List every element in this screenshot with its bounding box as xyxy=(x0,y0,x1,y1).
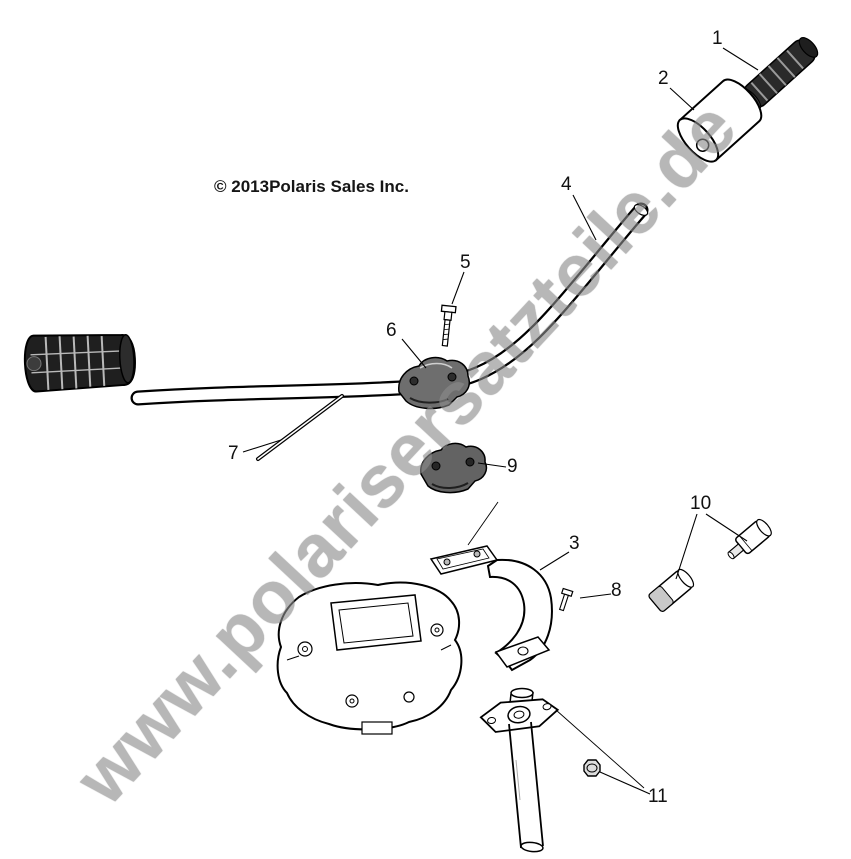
bushing-with-pin xyxy=(727,518,772,560)
callout-11: 11 xyxy=(648,786,668,807)
leader-lines xyxy=(242,47,759,795)
copyright-text: © 2013Polaris Sales Inc. xyxy=(214,177,409,196)
nut-11 xyxy=(583,759,601,777)
callout-6: 6 xyxy=(386,320,397,341)
lower-clamp xyxy=(420,442,488,494)
callout-5: 5 xyxy=(460,252,471,273)
steering-post xyxy=(479,687,560,853)
throttle-block xyxy=(676,78,763,163)
callout-10: 10 xyxy=(690,493,712,514)
left-grip xyxy=(23,334,136,393)
bolt-5 xyxy=(440,304,457,347)
mount-bracket xyxy=(429,545,553,672)
callout-2: 2 xyxy=(658,68,669,89)
callout-4: 4 xyxy=(561,174,572,195)
callout-7: 7 xyxy=(228,443,239,464)
callout-9: 9 xyxy=(507,456,518,477)
bolt-8 xyxy=(558,587,574,612)
handlebar-cover xyxy=(276,581,463,735)
callout-3: 3 xyxy=(569,533,580,554)
upper-clamp xyxy=(398,356,470,410)
bushing-sleeve xyxy=(648,568,695,612)
rod-7 xyxy=(256,394,344,461)
callout-1: 1 xyxy=(712,28,723,49)
handlebar xyxy=(130,202,649,406)
callout-8: 8 xyxy=(611,580,622,601)
